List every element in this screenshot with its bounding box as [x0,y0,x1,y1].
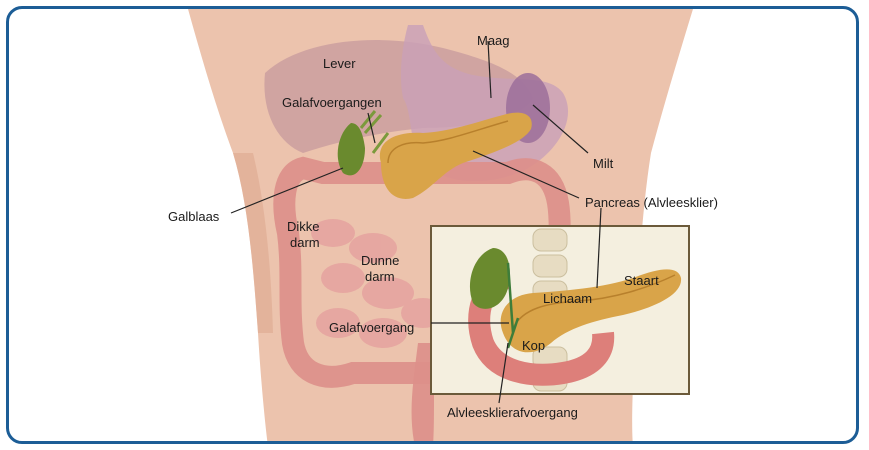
label-milt: Milt [593,156,613,172]
diagram-frame: Lever Maag Galafvoergangen Milt Galblaas… [6,6,859,444]
label-galafvoergangen: Galafvoergangen [282,95,382,111]
anatomy-illustration [9,9,859,444]
label-lever: Lever [323,56,356,72]
label-staart: Staart [624,273,659,289]
label-dikke-darm-line2: darm [290,235,320,251]
label-pancreas: Pancreas (Alvleesklier) [585,195,718,211]
label-kop: Kop [522,338,545,354]
label-galafvoergang: Galafvoergang [329,320,414,336]
label-galblaas: Galblaas [168,209,219,225]
label-maag: Maag [477,33,510,49]
label-dikke-darm-line1: Dikke [287,219,320,235]
label-lichaam: Lichaam [543,291,592,307]
label-alvleesklierafvoergang: Alvleesklierafvoergang [447,405,578,421]
label-dunne-darm-line1: Dunne [361,253,399,269]
label-dunne-darm-line2: darm [365,269,395,285]
